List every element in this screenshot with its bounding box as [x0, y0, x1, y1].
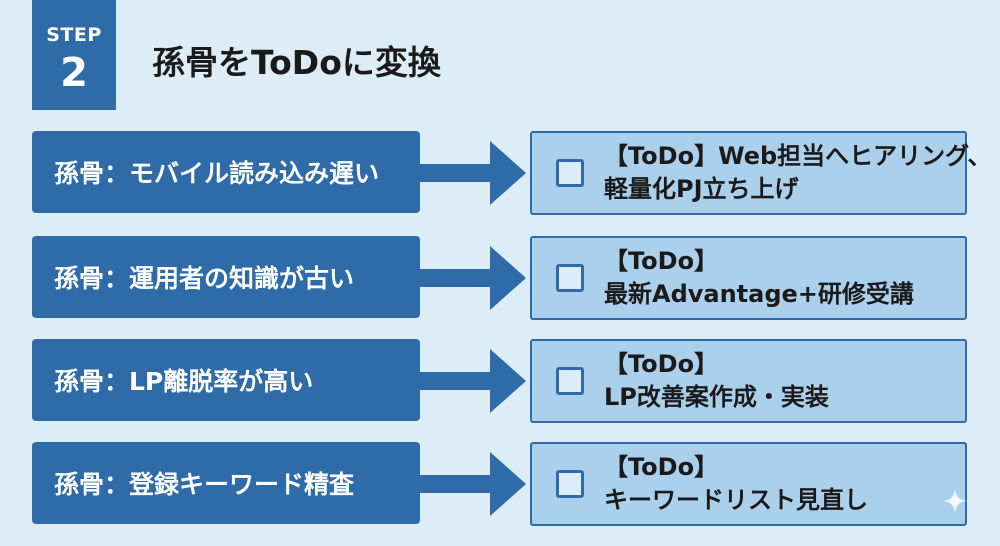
- todo-box-3: 【ToDo】 LP改善案作成・実装: [530, 339, 967, 423]
- checkbox-icon[interactable]: [556, 159, 584, 187]
- checkbox-icon[interactable]: [556, 367, 584, 395]
- page-title: 孫骨をToDoに変換: [152, 43, 441, 82]
- todo-line: LP改善案作成・実装: [604, 383, 829, 411]
- arrow-right-icon: [420, 246, 526, 310]
- arrow-right-icon: [420, 141, 526, 205]
- checkbox-icon[interactable]: [556, 470, 584, 498]
- todo-box-4: 【ToDo】 キーワードリスト見直し: [530, 442, 967, 526]
- todo-line: 軽量化PJ立ち上げ: [604, 175, 799, 203]
- todo-text-1: 【ToDo】Web担当へヒアリング、 軽量化PJ立ち上げ: [604, 140, 991, 206]
- source-box-3: 孫骨：LP離脱率が高い: [32, 339, 420, 421]
- todo-text-2: 【ToDo】 最新Advantage+研修受講: [604, 245, 914, 311]
- todo-line: 【ToDo】: [604, 350, 719, 378]
- checkbox-icon[interactable]: [556, 264, 584, 292]
- todo-box-1: 【ToDo】Web担当へヒアリング、 軽量化PJ立ち上げ: [530, 131, 991, 215]
- todo-line: 最新Advantage+研修受講: [604, 280, 914, 308]
- source-box-1: 孫骨：モバイル読み込み遅い: [32, 131, 420, 213]
- todo-line: 【ToDo】: [604, 247, 719, 275]
- source-box-2: 孫骨：運用者の知識が古い: [32, 236, 420, 318]
- arrow-right-icon: [420, 349, 526, 413]
- sparkle-icon: [943, 489, 967, 513]
- arrow-right-icon: [420, 452, 526, 516]
- todo-text-4: 【ToDo】 キーワードリスト見直し: [604, 451, 868, 517]
- step-badge: STEP 2: [32, 0, 116, 110]
- todo-line: 【ToDo】Web担当へヒアリング、: [604, 142, 992, 170]
- step-label: STEP: [46, 24, 102, 46]
- step-number: 2: [60, 50, 88, 96]
- todo-line: 【ToDo】: [604, 453, 719, 481]
- todo-box-2: 【ToDo】 最新Advantage+研修受講: [530, 236, 967, 320]
- source-box-4: 孫骨：登録キーワード精査: [32, 442, 420, 524]
- todo-line: キーワードリスト見直し: [604, 486, 868, 514]
- todo-text-3: 【ToDo】 LP改善案作成・実装: [604, 348, 829, 414]
